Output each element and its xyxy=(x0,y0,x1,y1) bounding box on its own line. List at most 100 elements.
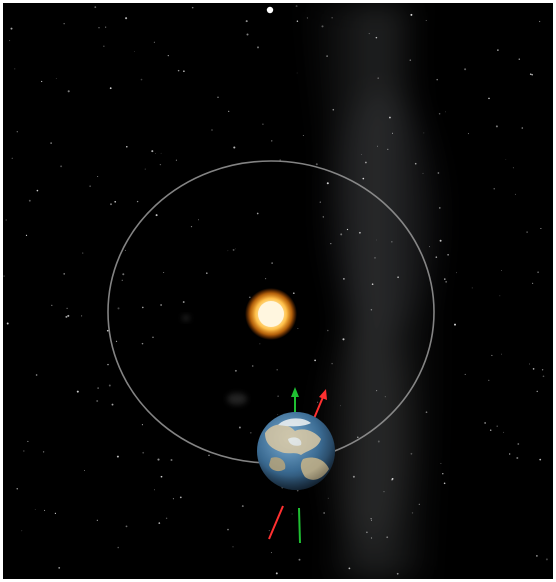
star xyxy=(376,239,377,241)
earth-globe-icon[interactable] xyxy=(257,412,335,490)
star xyxy=(537,271,539,274)
star xyxy=(97,176,99,178)
star xyxy=(124,249,126,251)
star xyxy=(259,343,261,345)
star xyxy=(501,270,502,271)
star xyxy=(418,503,420,505)
star xyxy=(391,132,394,134)
star xyxy=(517,443,520,445)
star xyxy=(249,431,252,434)
star xyxy=(271,262,273,264)
star xyxy=(155,214,158,217)
star xyxy=(531,73,533,76)
star xyxy=(279,159,281,161)
star xyxy=(251,365,254,367)
star xyxy=(175,159,177,161)
star xyxy=(159,163,162,166)
star xyxy=(445,111,446,113)
star xyxy=(9,40,11,42)
star xyxy=(386,536,389,539)
star xyxy=(155,152,156,154)
star xyxy=(268,530,270,532)
star xyxy=(172,498,174,500)
star xyxy=(296,72,298,74)
star xyxy=(96,400,99,402)
star xyxy=(107,363,109,366)
star xyxy=(529,363,530,365)
star xyxy=(10,27,13,30)
star xyxy=(371,283,374,286)
star xyxy=(370,309,373,311)
star xyxy=(489,429,492,431)
star xyxy=(157,458,160,461)
star xyxy=(377,77,379,79)
star xyxy=(439,239,442,242)
star xyxy=(183,70,185,73)
star xyxy=(114,200,117,203)
star xyxy=(497,49,499,51)
star xyxy=(545,558,548,561)
star xyxy=(377,440,380,443)
star xyxy=(211,129,213,131)
star xyxy=(5,219,7,221)
starfield xyxy=(3,5,548,575)
star xyxy=(97,387,99,389)
star xyxy=(445,281,447,283)
star xyxy=(81,315,83,317)
star xyxy=(270,552,272,554)
star xyxy=(391,477,394,480)
star xyxy=(234,369,237,372)
star xyxy=(296,489,299,492)
star xyxy=(117,307,120,310)
star xyxy=(217,96,219,98)
star xyxy=(154,489,156,491)
star xyxy=(256,212,259,215)
star xyxy=(238,426,241,429)
star xyxy=(297,327,299,329)
star xyxy=(396,572,399,575)
star xyxy=(339,405,341,407)
earth-axis-line xyxy=(268,505,284,540)
star xyxy=(44,509,46,511)
star xyxy=(538,20,541,23)
star xyxy=(387,148,389,151)
star xyxy=(158,522,161,524)
star xyxy=(464,373,466,375)
star xyxy=(370,537,373,539)
star xyxy=(397,276,399,279)
star xyxy=(505,159,507,161)
star xyxy=(358,231,361,234)
star xyxy=(21,530,23,532)
star xyxy=(531,282,534,285)
sun-icon[interactable] xyxy=(245,288,297,340)
star xyxy=(357,436,359,438)
star xyxy=(314,359,316,362)
3d-viewport[interactable] xyxy=(3,3,553,579)
star xyxy=(125,525,128,528)
star xyxy=(391,241,393,243)
star xyxy=(491,354,493,356)
star xyxy=(340,233,343,236)
star xyxy=(122,273,125,276)
star xyxy=(141,342,144,345)
star xyxy=(277,395,279,397)
star xyxy=(42,451,45,453)
solar-system-scene[interactable] xyxy=(3,3,553,579)
star xyxy=(322,216,324,218)
star xyxy=(65,315,68,318)
star xyxy=(302,134,304,136)
star xyxy=(6,322,9,325)
star xyxy=(342,338,345,341)
star xyxy=(227,528,229,531)
star xyxy=(55,77,57,79)
star xyxy=(167,55,169,57)
star xyxy=(295,5,298,8)
star xyxy=(232,248,235,251)
star xyxy=(315,163,318,166)
star xyxy=(331,17,333,19)
star xyxy=(444,278,446,280)
star xyxy=(58,566,61,569)
star xyxy=(67,314,70,317)
star xyxy=(96,519,98,521)
star xyxy=(360,154,362,156)
